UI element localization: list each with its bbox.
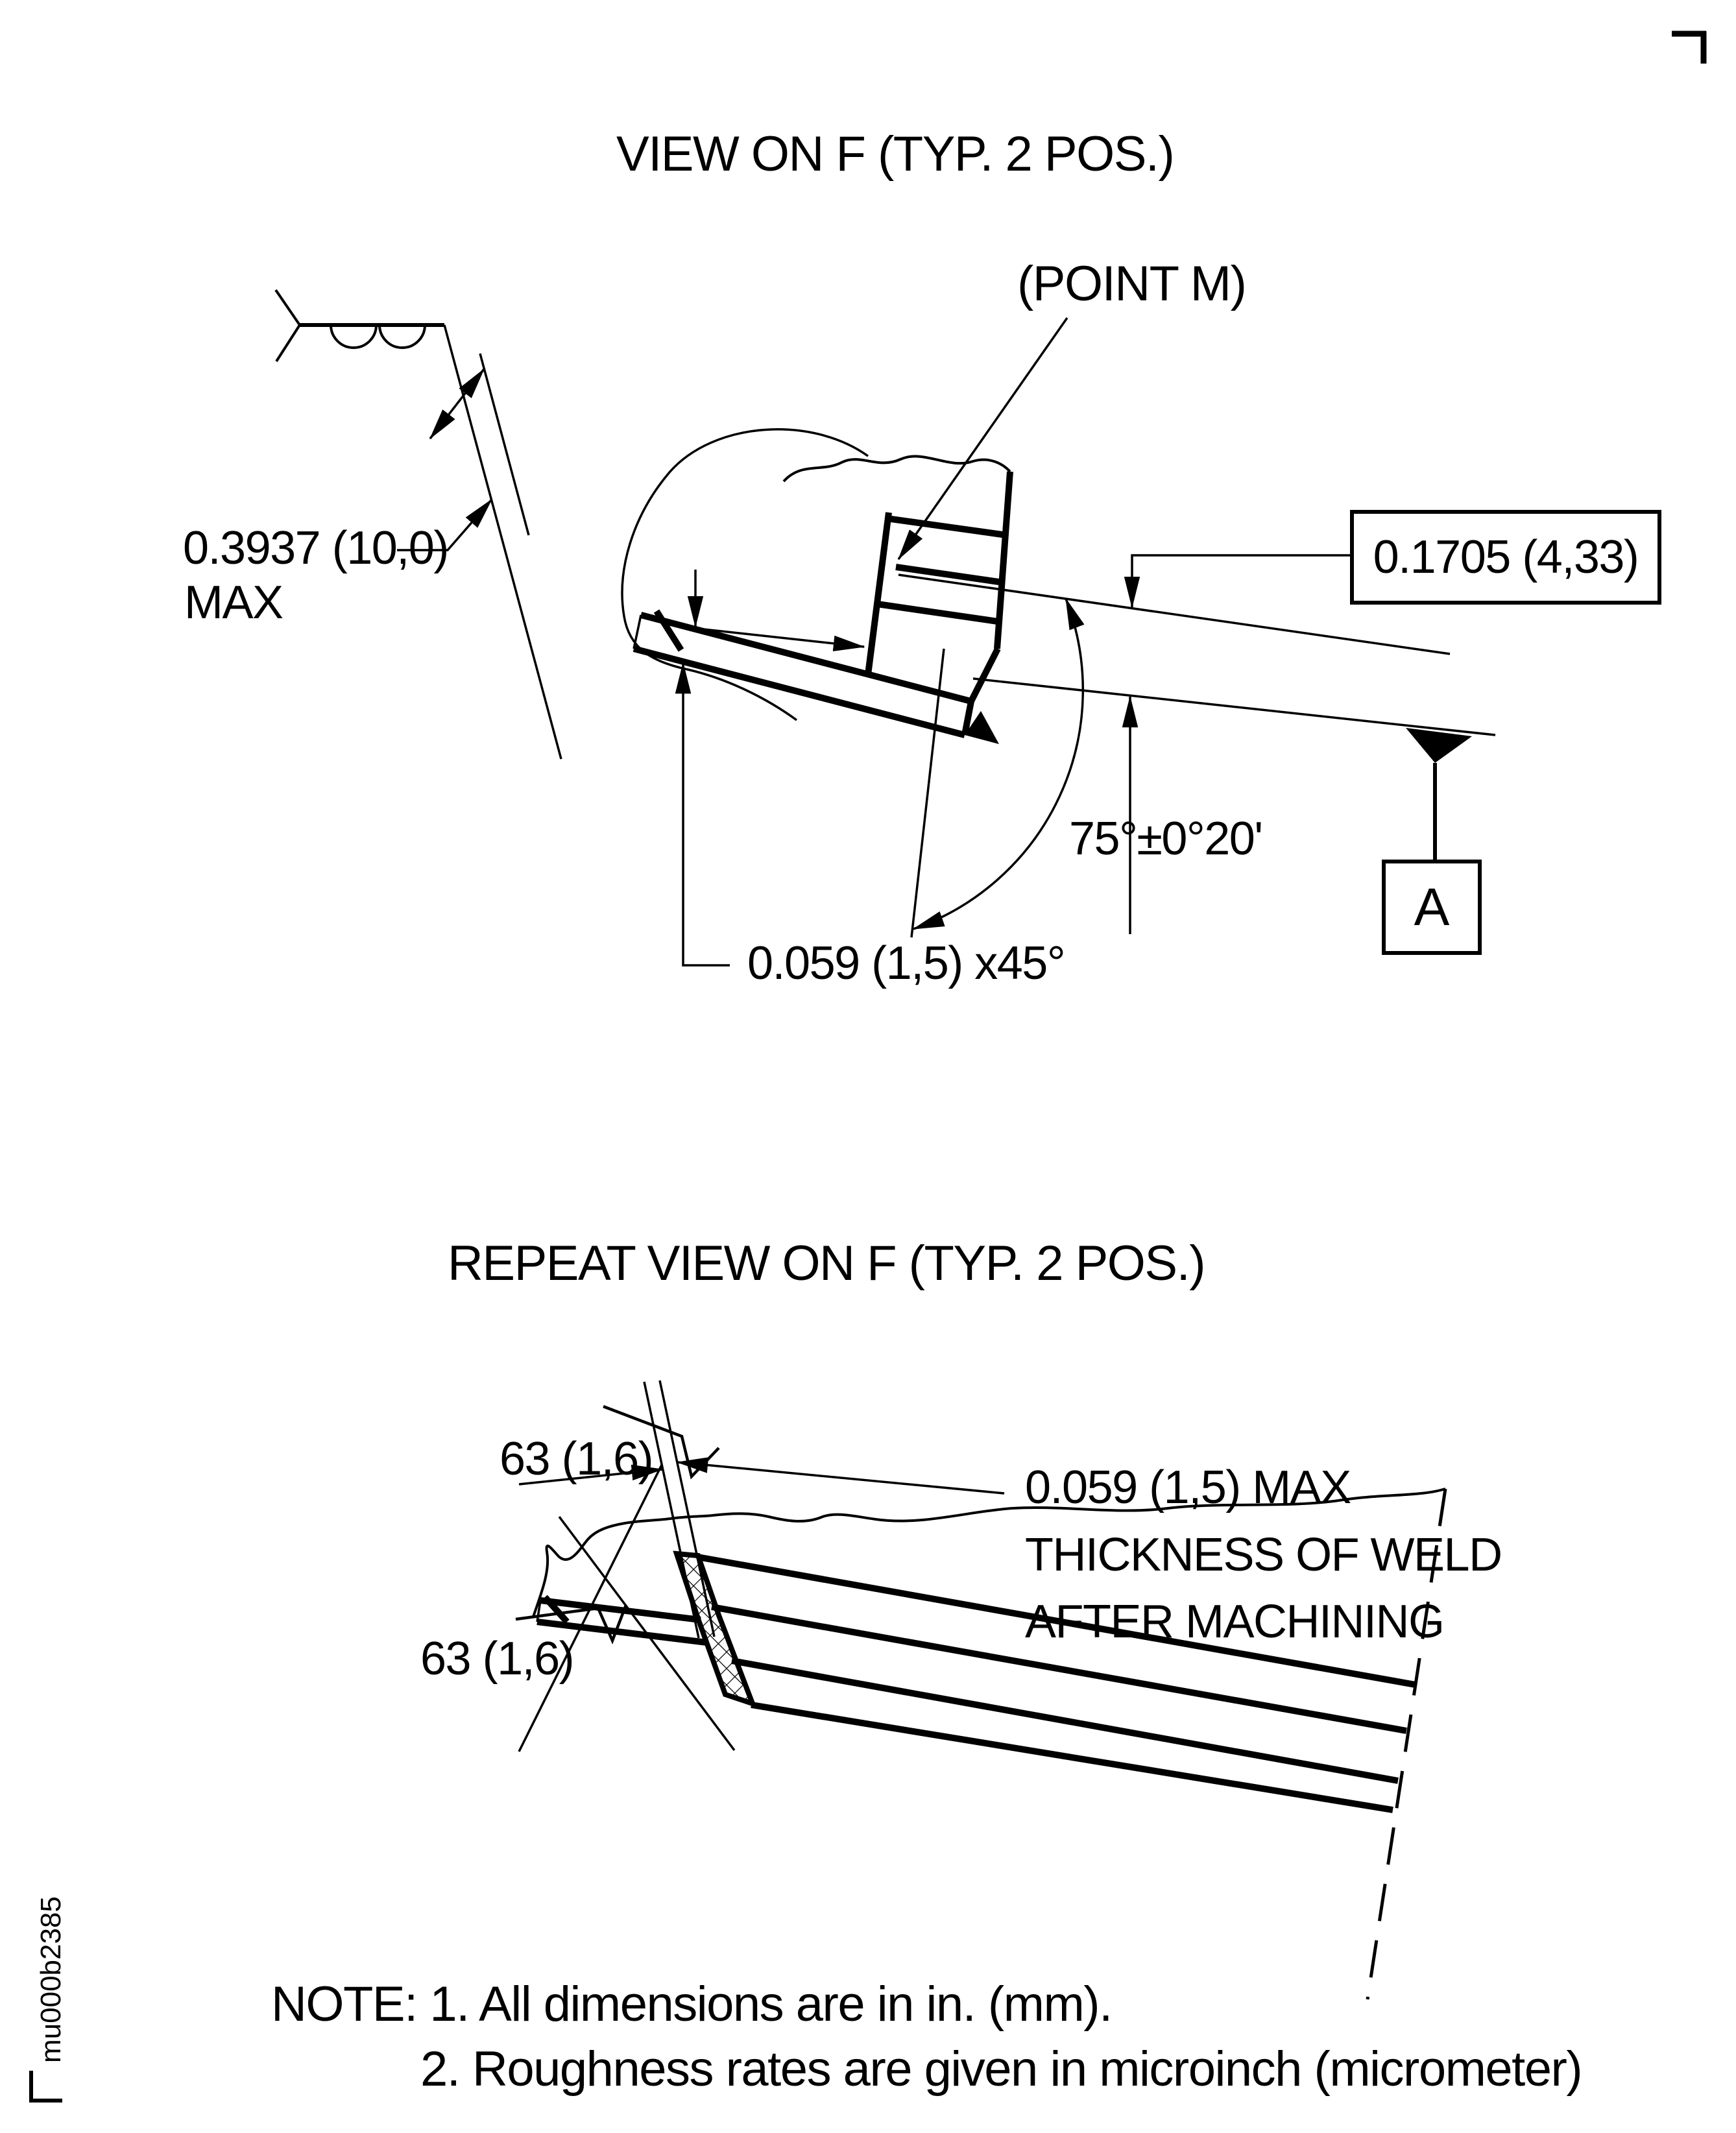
surface-roughness-1: 63 (1,6) (500, 1433, 654, 1485)
note-line-2: 2. Roughness rates are given in microinc… (420, 2042, 1583, 2097)
weld-thickness-line2: THICKNESS OF WELD (1025, 1528, 1502, 1581)
document-number: mu000b2385 (35, 1896, 67, 2063)
root-offset-dimension: 0.1705 (4,33) (1373, 531, 1639, 583)
weld-thickness-line3: AFTER MACHINING (1025, 1596, 1445, 1648)
upper-view-title: VIEW ON F (TYP. 2 POS.) (616, 127, 1175, 182)
upper-view-linework (274, 289, 1496, 967)
surface-roughness-2: 63 (1,6) (420, 1633, 575, 1685)
max-weld-height-suffix: MAX (184, 577, 283, 629)
lower-view-title: REPEAT VIEW ON F (TYP. 2 POS.) (448, 1236, 1206, 1291)
chamfer-dimension: 0.059 (1,5) x45° (747, 937, 1066, 989)
root-offset-dimension-box: 0.1705 (4,33) (1350, 510, 1661, 605)
datum-letter: A (1414, 877, 1450, 937)
corner-mark-top-right (1672, 30, 1707, 64)
weld-thickness-note: 0.059 (1,5) MAX THICKNESS OF WELD AFTER … (1025, 1462, 1502, 1665)
note-line-1: NOTE: 1. All dimensions are in in. (mm). (271, 1977, 1113, 2032)
max-weld-height-dimension: 0.3937 (10,0) (183, 522, 449, 574)
lower-view-linework (515, 1380, 1447, 2000)
point-m-label: (POINT M) (1017, 256, 1247, 311)
datum-flag-icon (1406, 728, 1472, 863)
bevel-angle-dimension: 75°±0°20' (1069, 813, 1263, 865)
weld-thickness-line1: 0.059 (1,5) MAX (1025, 1462, 1351, 1513)
datum-a-box: A (1382, 860, 1482, 955)
corner-mark-bottom-left (29, 2071, 62, 2103)
